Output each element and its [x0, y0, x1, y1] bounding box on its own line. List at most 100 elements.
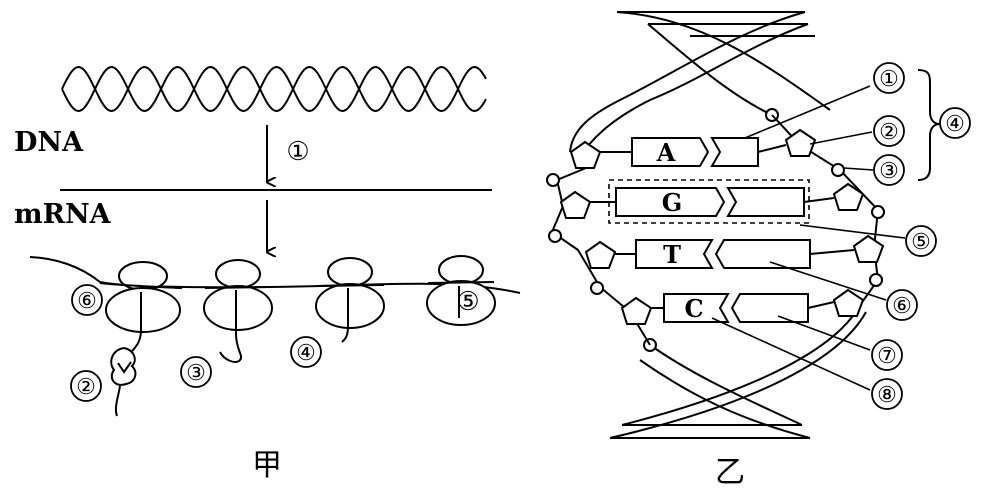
sugar-pentagon — [620, 296, 653, 325]
backbone-curve — [639, 359, 811, 439]
ribosome-3 — [315, 257, 385, 343]
base-c-partner-block — [730, 293, 809, 323]
marker-5-right: ⑤ — [911, 230, 931, 255]
marker-4-circle — [290, 336, 322, 368]
mrna-label: mRNA — [14, 199, 112, 230]
base-g-label: G — [662, 188, 683, 217]
phosphate-circle — [831, 163, 845, 177]
caption-jia: 甲 — [252, 448, 282, 483]
sugar-pentagon — [559, 190, 592, 219]
backbone-curve — [616, 11, 831, 111]
sugar-pentagon — [569, 140, 602, 169]
phosphate-circle — [871, 205, 885, 219]
caption-yi: 乙 — [715, 455, 745, 490]
leader-2 — [809, 131, 873, 145]
ribosome-2 — [203, 259, 273, 363]
helix-ribbon-bottom — [609, 304, 867, 439]
brace-group-4 — [917, 69, 941, 181]
base-pair-g: G — [590, 179, 835, 224]
polypeptide-chain-2 — [219, 290, 243, 363]
base-t-label: T — [663, 240, 681, 269]
marker-1-right: ① — [879, 67, 899, 92]
phosphate-circle — [548, 229, 562, 243]
backbone-curve — [609, 311, 867, 439]
base-a-label: A — [656, 138, 676, 167]
leader-8 — [711, 317, 871, 391]
panel-yi: A G T C — [546, 11, 971, 490]
sugar-pentagon — [832, 182, 865, 211]
leader-lines — [711, 85, 906, 391]
ribosome-large-subunit — [105, 287, 181, 333]
base-c-block — [663, 293, 730, 323]
mrna-segment — [427, 281, 495, 284]
polypeptide-chain-3 — [341, 288, 349, 343]
marker-7-right: ⑦ — [877, 344, 897, 369]
marker-4-circle — [939, 107, 971, 139]
base-t-partner-block — [714, 239, 811, 269]
marker-3-circle — [180, 356, 212, 388]
base-t-block — [635, 239, 714, 269]
backbone-curve — [649, 344, 803, 426]
sugar-pentagon — [832, 288, 865, 317]
sugar-pentagon — [784, 128, 817, 157]
mrna-segment — [99, 282, 183, 289]
right-deoxyribose — [784, 128, 885, 317]
dna-label: DNA — [14, 127, 84, 158]
phosphate-circle — [869, 273, 883, 287]
ribosome-large-subunit — [315, 283, 385, 329]
phosphate-circle — [590, 281, 604, 295]
marker-3-right: ③ — [879, 159, 899, 184]
marker-2-circle — [70, 370, 102, 402]
leader-3 — [843, 167, 874, 171]
marker-5-circle — [905, 225, 937, 257]
mrna-segment — [316, 284, 385, 287]
ribosome-large-subunit — [203, 285, 273, 331]
marker-3-left: ③ — [186, 361, 206, 386]
glycosidic-bond — [809, 249, 855, 255]
phosphate-circle — [546, 173, 560, 187]
marker-5-left: ⑤ — [456, 287, 479, 317]
backbone-curve — [569, 11, 806, 153]
marker-1-transcription: ① — [286, 137, 309, 167]
right-phosphates — [831, 163, 885, 287]
leader-5 — [799, 224, 906, 239]
backbone-curve — [647, 23, 773, 116]
protein-tail — [114, 385, 121, 417]
marker-1-circle — [873, 62, 905, 94]
base-pair-a: A — [600, 137, 787, 167]
mrna-segment — [204, 286, 273, 289]
dna-strand-2 — [61, 65, 487, 113]
backbone-curve — [621, 304, 861, 426]
sugar-pentagon — [584, 240, 617, 269]
panel-jia: DNA ① mRNA ⑥ ② — [14, 65, 521, 483]
marker-2-left: ② — [76, 375, 96, 400]
ribosome-large-subunit — [426, 280, 496, 326]
dashed-selection-box — [608, 179, 810, 224]
marker-6-circle — [71, 284, 103, 316]
base-a-block — [631, 137, 710, 167]
helix-ribbon-top — [569, 11, 831, 161]
leader-6 — [769, 261, 887, 301]
dna-strand-1 — [61, 65, 487, 113]
marker-8-circle — [871, 378, 903, 410]
ribosome-small-subunit — [438, 255, 484, 285]
folded-protein — [110, 347, 137, 386]
backbone-curve — [577, 23, 809, 161]
marker-6-right: ⑥ — [892, 294, 912, 319]
left-deoxyribose — [559, 140, 653, 325]
ribosome-small-subunit — [327, 257, 373, 287]
marker-2-circle — [873, 115, 905, 147]
ribosome-1 — [99, 261, 183, 417]
base-c-label: C — [684, 294, 703, 323]
base-pair-t: T — [615, 239, 855, 269]
marker-7-circle — [871, 339, 903, 371]
marker-4-left: ④ — [296, 341, 316, 366]
glycosidic-bond — [803, 197, 835, 203]
base-pair-c: C — [651, 293, 835, 323]
leader-7 — [777, 315, 871, 351]
leader-1 — [744, 85, 871, 139]
dna-helix — [61, 65, 487, 113]
marker-3-circle — [873, 154, 905, 186]
marker-8-right: ⑧ — [877, 383, 897, 408]
